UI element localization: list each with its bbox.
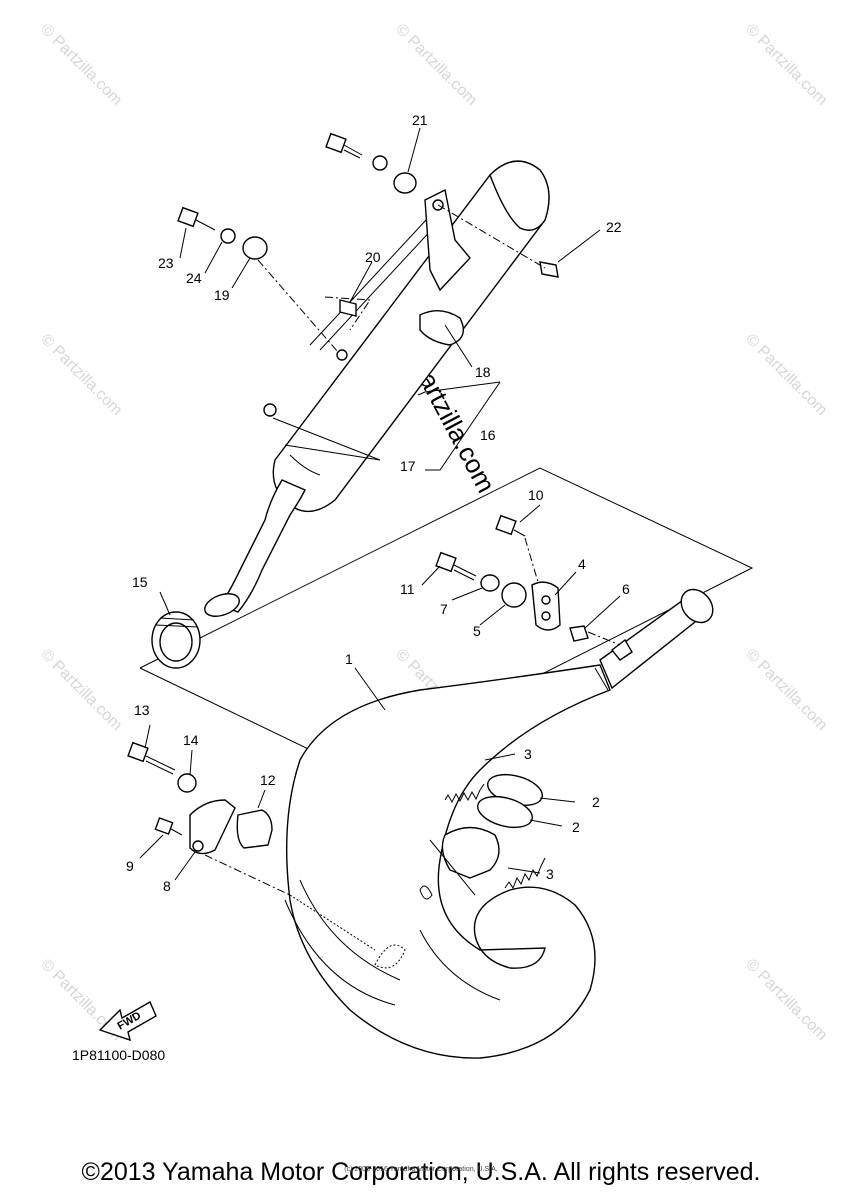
silencer	[204, 160, 550, 617]
callout-15: 15	[132, 574, 148, 590]
callout-16: 16	[480, 427, 496, 443]
callout-17: 17	[400, 458, 416, 474]
hardware-bottom-left	[127, 667, 576, 951]
springs-and-rings	[419, 773, 546, 900]
callout-18: 18	[475, 364, 491, 380]
callout-4: 4	[578, 556, 586, 572]
callout-1: 1	[345, 651, 353, 667]
callout-13: 13	[134, 702, 150, 718]
callout-3: 3	[524, 746, 532, 762]
copyright-notice: ©2013 Yamaha Motor Corporation, U.S.A. A…	[81, 1158, 761, 1186]
callout-8: 8	[163, 878, 171, 894]
callout-2: 2	[592, 794, 600, 810]
callout-22: 22	[606, 219, 622, 235]
expansion-chamber	[284, 588, 714, 1059]
callout-5: 5	[473, 623, 481, 639]
silencer-frame	[139, 467, 754, 771]
callout-21: 21	[412, 112, 428, 128]
leader-lines	[159, 127, 601, 616]
callout-19: 19	[214, 287, 230, 303]
callout-10: 10	[528, 487, 544, 503]
ring-gasket	[151, 611, 201, 669]
watermark: © Partzilla.com	[742, 21, 830, 109]
callout-2: 2	[572, 819, 580, 835]
callout-24: 24	[186, 270, 202, 286]
fineprint: (c) 2005-2016 Yamaha Motor Corporation, …	[344, 1166, 498, 1173]
hardware-mid	[421, 504, 621, 646]
diagram-code: 1P81100-D080	[72, 1047, 165, 1063]
callout-12: 12	[260, 772, 276, 788]
callouts: 1 2 2 3 3 4 5 6 7 8 9 10 11 12 13 14 15 …	[126, 112, 630, 894]
watermark: © Partzilla.com	[742, 331, 830, 419]
callout-14: 14	[183, 732, 199, 748]
callout-3: 3	[546, 866, 554, 882]
callout-20: 20	[365, 249, 381, 265]
callout-7: 7	[440, 601, 448, 617]
watermark: © Partzilla.com	[742, 956, 830, 1044]
callout-9: 9	[126, 858, 134, 874]
watermark: © Partzilla.com	[37, 646, 125, 734]
watermark: © Partzilla.com	[392, 21, 480, 109]
callout-23: 23	[158, 255, 174, 271]
callout-11: 11	[400, 581, 415, 597]
callout-6: 6	[622, 581, 630, 597]
watermark: © Partzilla.com	[742, 646, 830, 734]
watermark: © Partzilla.com	[37, 21, 125, 109]
watermark: © Partzilla.com	[37, 331, 125, 419]
